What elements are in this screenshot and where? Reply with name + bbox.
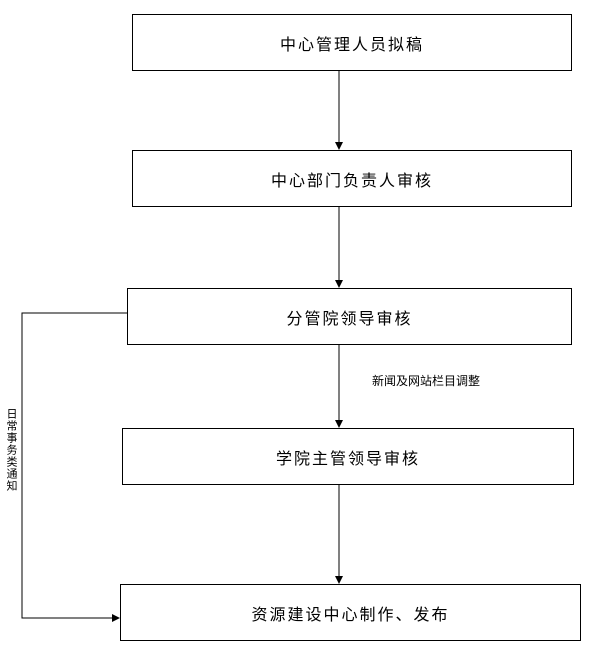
- step-publish-box: 资源建设中心制作、发布: [120, 584, 581, 641]
- arrow-bypass-step3-to-step5: [21, 312, 127, 622]
- step-leader-review-box: 学院主管领导审核: [122, 428, 574, 485]
- step-dept-review-box: 中心部门负责人审核: [132, 150, 572, 207]
- step-leader-review-label: 学院主管领导审核: [275, 448, 420, 468]
- edge-label-news-adjust: 新闻及网站栏目调整: [372, 374, 481, 388]
- step-draft-box: 中心管理人员拟稿: [132, 14, 572, 71]
- step-vp-review-label: 分管院领导审核: [286, 308, 413, 328]
- step-vp-review-box: 分管院领导审核: [127, 288, 572, 345]
- edge-label-daily-notice: 日常事务类通知: [5, 408, 18, 492]
- step-draft-label: 中心管理人员拟稿: [279, 34, 424, 54]
- step-dept-review-label: 中心部门负责人审核: [270, 170, 433, 190]
- step-publish-label: 资源建设中心制作、发布: [251, 604, 450, 624]
